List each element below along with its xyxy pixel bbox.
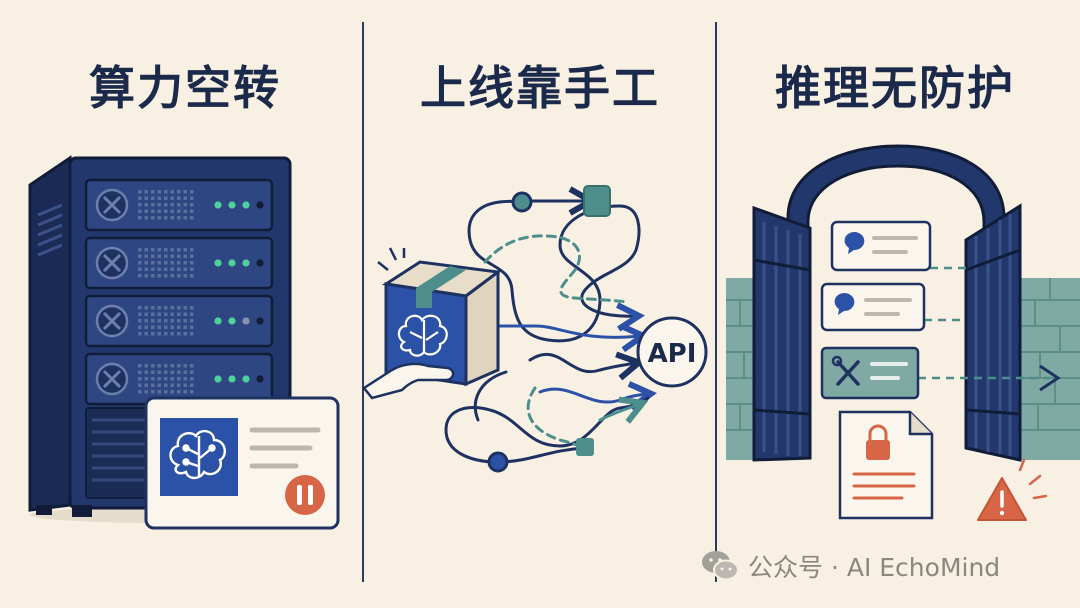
divider-right — [715, 22, 717, 582]
brain-icon — [169, 429, 226, 480]
pipeline-node-small — [576, 438, 594, 456]
status-led — [242, 375, 250, 383]
pipeline-node-box — [583, 185, 611, 217]
api-label: API — [648, 339, 697, 369]
rack-unit — [84, 352, 274, 406]
model-package-icon — [377, 247, 502, 387]
right-gate-door — [964, 203, 1022, 462]
exit-arrow-icon — [1039, 364, 1061, 392]
wechat-icon — [702, 551, 739, 581]
tangled-pipeline — [444, 201, 648, 464]
watermark: 公众号 · AI EchoMind — [700, 548, 1000, 584]
rack-vent-block — [85, 407, 157, 499]
hand-icon — [362, 362, 455, 400]
rack-unit — [84, 294, 274, 348]
pipeline-node-end — [487, 451, 509, 473]
chat-bubble-icon — [834, 293, 855, 315]
warning-icon — [977, 458, 1048, 521]
chat-request-card-2 — [820, 282, 926, 332]
chat-request-card-1 — [830, 220, 932, 272]
status-led — [228, 375, 236, 383]
paused-ai-card — [144, 396, 340, 530]
panel-title-no-protection: 推理无防护 — [775, 61, 1015, 115]
status-led — [228, 317, 236, 325]
rack-unit — [84, 236, 274, 290]
status-led — [242, 259, 250, 267]
fan-icon — [95, 246, 129, 280]
pause-icon — [285, 475, 325, 515]
status-led — [228, 259, 236, 267]
divider-left — [362, 22, 364, 582]
panel-title-manual-deploy: 上线靠手工 — [420, 61, 660, 115]
chat-bubble-icon — [844, 232, 865, 254]
status-led — [214, 201, 222, 209]
fan-icon — [95, 304, 129, 338]
tool-request-card — [820, 346, 920, 400]
panel-title-idle-compute: 算力空转 — [89, 61, 281, 115]
pipeline-node-start — [511, 191, 533, 213]
status-led — [214, 375, 222, 383]
fan-icon — [95, 362, 129, 396]
status-led — [214, 259, 222, 267]
rack-unit — [84, 178, 274, 232]
api-endpoint: API — [636, 316, 708, 388]
status-led — [228, 201, 236, 209]
status-led — [214, 317, 222, 325]
brick-wall — [726, 278, 1080, 460]
watermark-text: 公众号 · AI EchoMind — [748, 553, 1001, 582]
wrench-screwdriver-icon — [831, 355, 860, 386]
locked-document-icon — [838, 410, 934, 520]
left-gate-door — [752, 205, 812, 462]
fan-icon — [95, 188, 129, 222]
status-led — [242, 317, 250, 325]
status-led — [242, 201, 250, 209]
request-flow-lines — [918, 266, 1050, 380]
